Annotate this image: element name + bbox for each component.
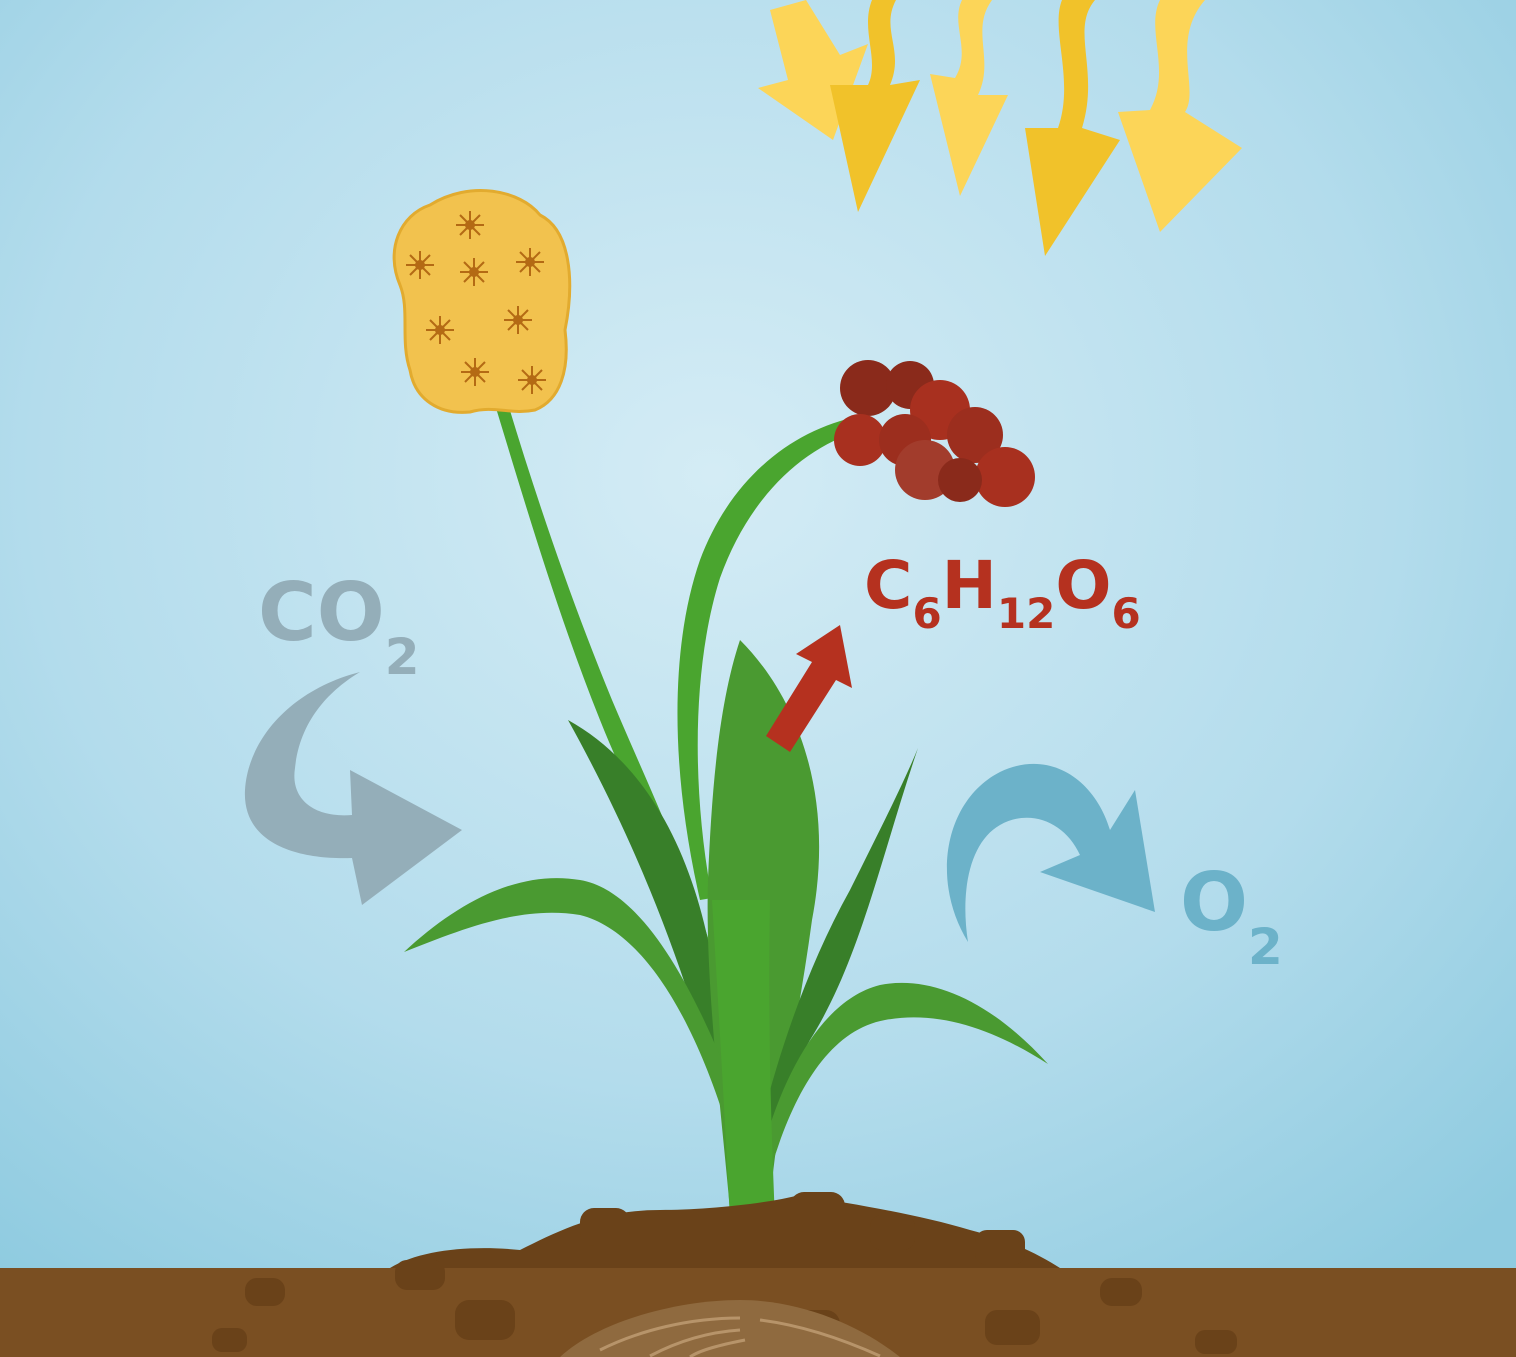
fruit-berry: [938, 458, 982, 502]
soil-clod: [212, 1328, 247, 1352]
flower-icon: [518, 366, 546, 394]
flower-cluster: [392, 189, 572, 414]
leaf: [760, 982, 1048, 1165]
flower-icon: [504, 306, 532, 334]
soil-clod: [1195, 1330, 1237, 1354]
glucose-formula-label: C6H12O6: [864, 547, 1141, 638]
sun-ray-arrow-icon: [1118, 0, 1242, 232]
curved-arrow-in-icon: [244, 672, 462, 905]
sun-ray-arrow-icon: [830, 0, 920, 212]
plant-roots: [560, 1300, 900, 1357]
plant-leaves: [404, 640, 1048, 1220]
main-stalk: [712, 900, 775, 1220]
soil-clod: [790, 1192, 845, 1232]
soil: [0, 1192, 1516, 1357]
curved-arrow-out-icon: [946, 763, 1155, 942]
fruit-berry: [840, 360, 896, 416]
fruit-berry: [834, 414, 886, 466]
flower-icon: [426, 316, 454, 344]
fruit-berry: [975, 447, 1035, 507]
flower-icon: [456, 211, 484, 239]
flower-mass: [392, 189, 572, 414]
leaf: [404, 878, 740, 1120]
flower-icon: [460, 258, 488, 286]
root-lines: [599, 1316, 881, 1357]
soil-clod: [1100, 1278, 1142, 1306]
flower-icon: [406, 251, 434, 279]
soil-clod: [455, 1300, 515, 1340]
soil-clod: [870, 1215, 915, 1250]
sunlight-rays: [758, 0, 1242, 256]
soil-clod: [395, 1260, 445, 1290]
fruit-stem: [677, 416, 862, 900]
fruit-berry: [947, 407, 1003, 463]
flower-icon: [461, 358, 489, 386]
o2-label: O2: [1180, 856, 1283, 976]
sun-ray-arrow-icon: [930, 0, 1008, 196]
glucose-fruit-cluster: [834, 360, 1035, 507]
leaf: [568, 720, 728, 1070]
soil-clod: [975, 1230, 1025, 1265]
arrow-up-right-icon: [766, 625, 852, 752]
sun-ray-arrow-icon: [1025, 0, 1120, 256]
flower-icon: [516, 248, 544, 276]
soil-clod: [985, 1310, 1040, 1345]
soil-clod: [580, 1208, 630, 1246]
soil-clod: [245, 1278, 285, 1306]
co2-label: CO2: [258, 566, 420, 686]
